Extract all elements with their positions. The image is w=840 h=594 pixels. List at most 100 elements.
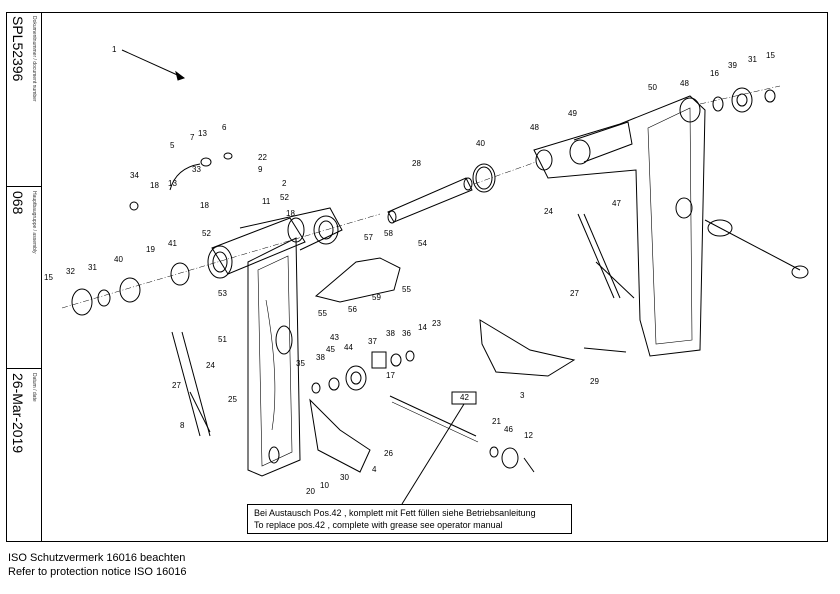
part-label-9: 9 — [258, 165, 263, 174]
part-label-50: 50 — [648, 83, 657, 92]
part-label-31: 31 — [88, 263, 97, 272]
part-label-16: 16 — [710, 69, 719, 78]
part-label-1: 1 — [112, 45, 117, 54]
arm-plate-4 — [309, 398, 371, 473]
part-label-25: 25 — [228, 395, 237, 404]
part-label-7: 7 — [190, 133, 195, 142]
part-label-52: 52 — [202, 229, 211, 238]
part-label-36: 36 — [402, 329, 411, 338]
right-frame — [533, 95, 706, 357]
grease-note-en: To replace pos.42 , complete with grease… — [254, 520, 503, 530]
part-label-2: 2 — [282, 179, 287, 188]
rod-24-left — [171, 331, 201, 437]
right-shaft — [704, 219, 801, 271]
part-label-18: 18 — [150, 181, 159, 190]
part-label-44: 44 — [344, 343, 353, 352]
part-label-42: 42 — [460, 393, 469, 402]
part-label-53: 53 — [218, 289, 227, 298]
part-label-48: 48 — [680, 79, 689, 88]
rod-24-right — [577, 213, 615, 299]
left-tube-housing — [211, 217, 306, 275]
part-label-18: 18 — [200, 201, 209, 210]
part-label-17: 17 — [386, 371, 395, 380]
part-label-27: 27 — [172, 381, 181, 390]
part-label-55: 55 — [318, 309, 327, 318]
cross-tube — [387, 177, 473, 223]
document-number-cell: Dokumentnummer / document number SPL5239… — [6, 12, 42, 187]
part-label-56: 56 — [348, 305, 357, 314]
part-label-11: 11 — [262, 197, 271, 206]
date-label: Datum / date — [31, 373, 37, 402]
part-label-13: 13 — [198, 129, 207, 138]
grease-note-box: Bei Austausch Pos.42 , komplett mit Fett… — [247, 504, 572, 534]
assembly-number: 068 — [10, 191, 26, 215]
part-label-22: 22 — [258, 153, 267, 162]
lever-plate-3 — [479, 319, 576, 377]
part-labels: 1234567891011121313141515161718181819202… — [44, 45, 775, 496]
part-label-20: 20 — [306, 487, 315, 496]
document-number: SPL52396 — [10, 16, 26, 82]
part-label-55: 55 — [402, 285, 411, 294]
part-label-33: 33 — [192, 165, 201, 174]
part-label-26: 26 — [384, 449, 393, 458]
date-cell: Datum / date 26-Mar-2019 — [6, 369, 42, 542]
protection-notice-en: Refer to protection notice ISO 16016 — [8, 566, 187, 578]
part-label-32: 32 — [66, 267, 75, 276]
part-label-18: 18 — [286, 209, 295, 218]
drive-shaft-42 — [389, 395, 477, 437]
hose-fitting — [169, 163, 201, 191]
flange-32 — [71, 288, 93, 316]
part-label-21: 21 — [492, 417, 501, 426]
clamp-44 — [345, 365, 367, 391]
part-label-46: 46 — [504, 425, 513, 434]
left-frame-arm — [247, 237, 301, 477]
title-block-sidebar: Dokumentnummer / document number SPL5239… — [6, 12, 42, 542]
part-label-40: 40 — [114, 255, 123, 264]
part-label-49: 49 — [568, 109, 577, 118]
grease-note-de: Bei Austausch Pos.42 , komplett mit Fett… — [254, 508, 536, 518]
part-label-15: 15 — [766, 51, 775, 60]
part-label-41: 41 — [168, 239, 177, 248]
assembly-arrow — [121, 49, 185, 79]
part-label-8: 8 — [180, 421, 185, 430]
part-label-29: 29 — [590, 377, 599, 386]
part-label-12: 12 — [524, 431, 533, 440]
part-label-30: 30 — [340, 473, 349, 482]
bracket-plate — [314, 257, 401, 303]
part-label-38: 38 — [386, 329, 395, 338]
protection-notice-de: ISO Schutzvermerk 16016 beachten — [8, 552, 186, 564]
date-value: 26-Mar-2019 — [10, 373, 26, 454]
part-label-48: 48 — [530, 123, 539, 132]
part-label-3: 3 — [520, 391, 525, 400]
part-label-4: 4 — [372, 465, 377, 474]
part-label-6: 6 — [222, 123, 227, 132]
clamp-46 — [501, 447, 519, 469]
part-label-14: 14 — [418, 323, 427, 332]
part-label-57: 57 — [364, 233, 373, 242]
pin-29 — [583, 347, 627, 353]
assembly-cell: Hauptbaugruppe / assembly 068 — [6, 187, 42, 369]
part-label-5: 5 — [170, 141, 175, 150]
part-label-15: 15 — [44, 273, 53, 282]
part-label-19: 19 — [146, 245, 155, 254]
part-label-54: 54 — [418, 239, 427, 248]
part-label-31: 31 — [748, 55, 757, 64]
callout-leader — [401, 403, 465, 505]
part-label-13: 13 — [168, 179, 177, 188]
part-label-35: 35 — [296, 359, 305, 368]
part-label-27: 27 — [570, 289, 579, 298]
part-label-47: 47 — [612, 199, 621, 208]
bearing-39 — [731, 87, 753, 113]
exploded-parts-diagram: 1234567891011121313141515161718181819202… — [44, 45, 809, 505]
part-label-40: 40 — [476, 139, 485, 148]
part-label-58: 58 — [384, 229, 393, 238]
part-label-24: 24 — [544, 207, 553, 216]
o-ring-40 — [472, 163, 496, 193]
part-label-45: 45 — [326, 345, 335, 354]
assembly-label: Hauptbaugruppe / assembly — [31, 191, 37, 254]
part-label-34: 34 — [130, 171, 139, 180]
part-label-23: 23 — [432, 319, 441, 328]
drawing-frame — [6, 12, 828, 542]
part-label-43: 43 — [330, 333, 339, 342]
part-label-28: 28 — [412, 159, 421, 168]
